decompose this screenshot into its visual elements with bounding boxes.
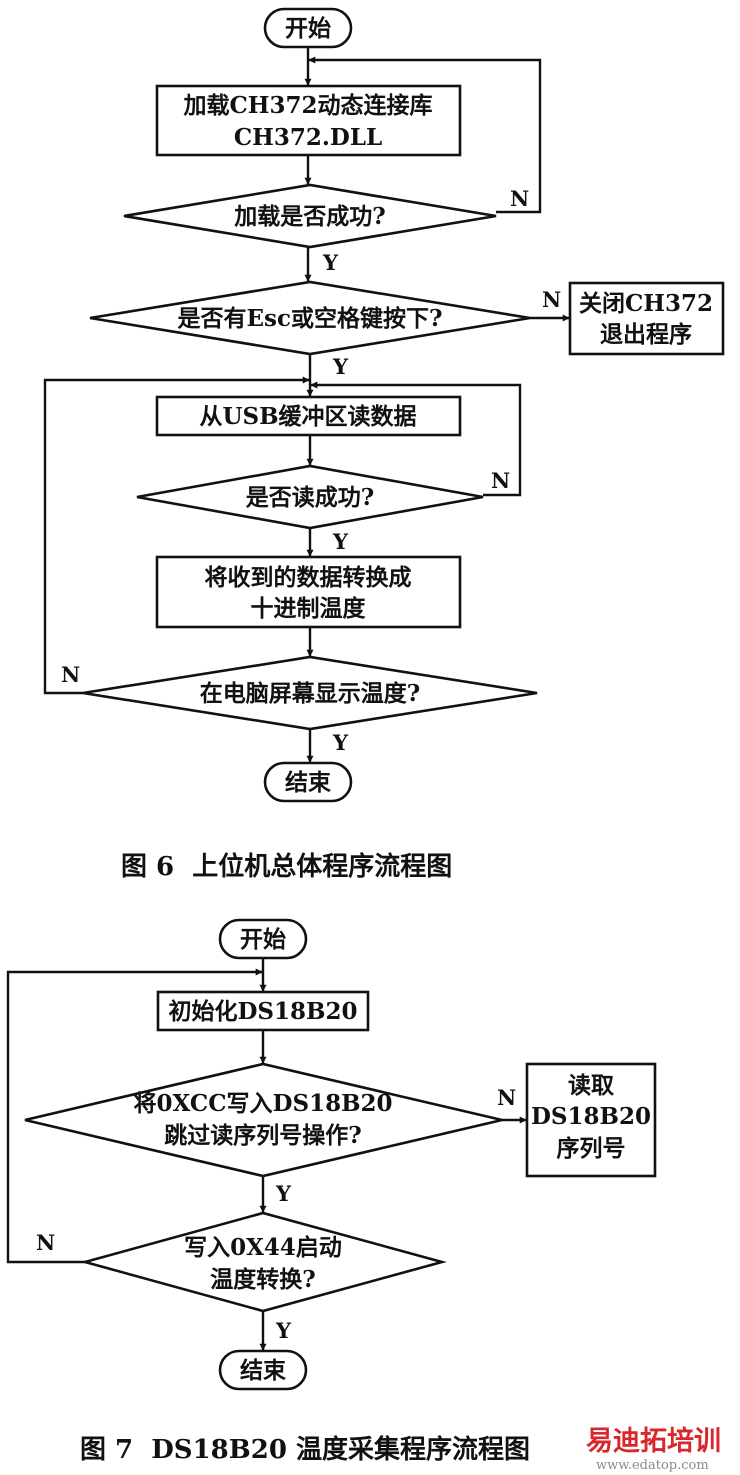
fig7-write-44-line1: 写入0X44启动 — [184, 1234, 342, 1261]
fig6-display-diamond — [82, 655, 538, 731]
figure-6: 开始 加载CH372动态连接库 CH372.DLL 加载是否成功? 是否有Esc… — [43, 7, 725, 882]
fig6-display-label: 在电脑屏幕显示温度? — [200, 680, 420, 707]
fig7-label-no-44: N — [36, 1230, 55, 1255]
fig6-load-library-line1: 加载CH372动态连接库 — [182, 92, 432, 119]
fig7-label-yes-44: Y — [275, 1318, 292, 1343]
fig6-loop-read-retry — [310, 381, 522, 497]
fig6-loop-display-back — [43, 376, 310, 695]
fig7-write-cc-diamond — [24, 1062, 503, 1178]
fig6-load-library-box — [155, 84, 462, 157]
fig6-label-no-read: N — [491, 468, 510, 493]
fig6-end-label: 结束 — [285, 769, 332, 796]
fig6-label-no-esc: N — [542, 287, 561, 312]
fig6-label-yes-esc: Y — [332, 354, 349, 379]
fig7-write-cc-line2: 跳过读序列号操作? — [164, 1122, 361, 1149]
fig7-write-cc-line1: 将0XCC写入DS18B20 — [133, 1090, 392, 1117]
fig7-write-44-line2: 温度转换? — [210, 1266, 315, 1293]
fig6-end-terminal — [263, 761, 353, 803]
fig6-load-success-diamond — [123, 183, 497, 249]
fig6-start-label: 开始 — [285, 15, 331, 42]
fig7-read-serial-line2: DS18B20 — [531, 1103, 651, 1130]
fig6-caption: 图 6 上位机总体程序流程图 — [121, 851, 452, 882]
fig6-read-success-label: 是否读成功? — [246, 484, 374, 511]
fig6-convert-line2: 十进制温度 — [251, 595, 367, 622]
fig6-load-success-label: 加载是否成功? — [233, 203, 385, 230]
fig7-caption: 图 7 DS18B20 温度采集程序流程图 — [80, 1434, 530, 1465]
fig6-close-line1: 关闭CH372 — [579, 290, 713, 317]
fig6-close-line2: 退出程序 — [600, 321, 692, 348]
fig6-loop-load-retry — [308, 56, 542, 214]
fig6-read-success-diamond — [136, 464, 484, 530]
fig7-loop-write44-back — [6, 968, 263, 1264]
watermark: 易迪拓培训 www.edatop.com — [586, 1426, 721, 1473]
fig6-label-yes-display: Y — [332, 730, 349, 755]
fig7-read-serial-box — [525, 1062, 657, 1178]
fig7-read-serial-line3: 序列号 — [557, 1135, 626, 1162]
fig6-label-no-display: N — [61, 662, 80, 687]
watermark-brand: 易迪拓培训 — [586, 1426, 721, 1457]
fig7-start-label: 开始 — [240, 926, 286, 953]
fig6-convert-box — [155, 555, 462, 629]
fig7-label-no-cc: N — [497, 1085, 516, 1110]
watermark-url: www.edatop.com — [596, 1458, 709, 1473]
fig6-read-usb-box — [155, 395, 462, 437]
fig6-convert-line1: 将收到的数据转换成 — [205, 564, 412, 591]
fig6-label-yes-load: Y — [322, 250, 339, 275]
fig6-label-yes-read: Y — [332, 529, 349, 554]
fig7-init-box — [156, 990, 370, 1032]
fig7-label-yes-cc: Y — [275, 1181, 292, 1206]
fig6-esc-check-label: 是否有Esc或空格键按下? — [178, 305, 443, 332]
fig6-label-no-load: N — [510, 186, 529, 211]
fig7-read-serial-line1: 读取 — [568, 1072, 614, 1099]
fig6-read-usb-label: 从USB缓冲区读数据 — [199, 403, 416, 430]
fig6-close-exit-box — [568, 281, 725, 356]
fig7-write-44-diamond — [80, 1211, 447, 1313]
fig7-end-label: 结束 — [240, 1357, 287, 1384]
figure-7: 开始 初始化DS18B20 将0XCC写入DS18B20 跳过读序列号操作? 读… — [6, 918, 657, 1465]
fig7-end-terminal — [218, 1349, 308, 1391]
fig7-init-label: 初始化DS18B20 — [168, 998, 357, 1025]
fig6-load-library-line2: CH372.DLL — [234, 124, 382, 151]
